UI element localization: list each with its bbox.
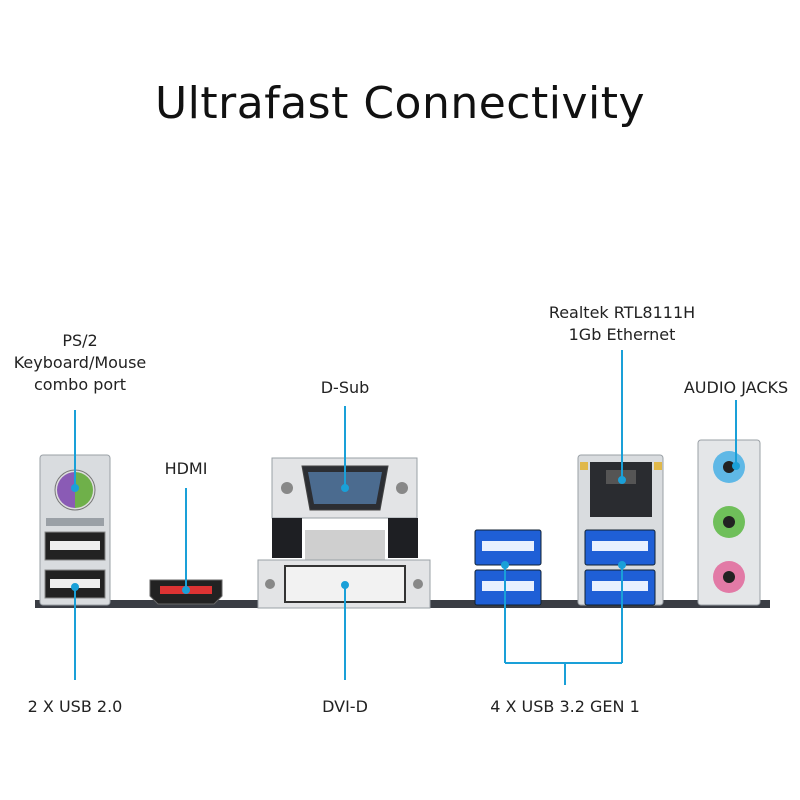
dvid-label: DVI-D: [322, 697, 368, 716]
lan-label-line1: Realtek RTL8111H: [548, 303, 696, 322]
ps2-usb2-stack: [39, 454, 111, 606]
ps2-label: PS/2 Keyboard/Mouse combo port: [0, 330, 165, 396]
ps2-purple-half: [57, 472, 75, 508]
ps2-green-half: [75, 472, 93, 508]
lan-label: Realtek RTL8111H 1Gb Ethernet: [522, 302, 722, 346]
ps2-label-line3: combo port: [34, 375, 126, 394]
ps2-label-line2: Keyboard/Mouse: [13, 353, 147, 372]
usb32-label: 4 X USB 3.2 GEN 1: [490, 697, 640, 716]
page-title: Ultrafast Connectivity: [154, 78, 646, 129]
ps2-label-line1: PS/2: [62, 331, 98, 350]
leader-lines: [71, 350, 740, 685]
usb20-label: 2 X USB 2.0: [27, 697, 123, 716]
hdmi-label: HDMI: [164, 459, 208, 478]
usb3-stack-left: [474, 529, 542, 606]
audio-label: AUDIO JACKS: [683, 378, 789, 397]
dsub-label: D-Sub: [320, 378, 370, 397]
lan-usb3-stack: [577, 454, 664, 606]
lan-label-line2: 1Gb Ethernet: [568, 325, 676, 344]
audio-jacks: [697, 439, 761, 606]
